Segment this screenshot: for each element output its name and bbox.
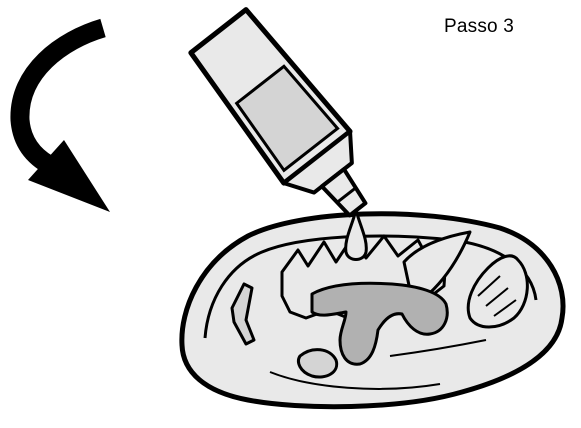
dropper-bottle-icon xyxy=(185,5,390,235)
stone-with-fossil-icon xyxy=(182,214,563,407)
curved-arrow-icon xyxy=(20,28,110,212)
step-label: Passo 3 xyxy=(444,16,514,38)
